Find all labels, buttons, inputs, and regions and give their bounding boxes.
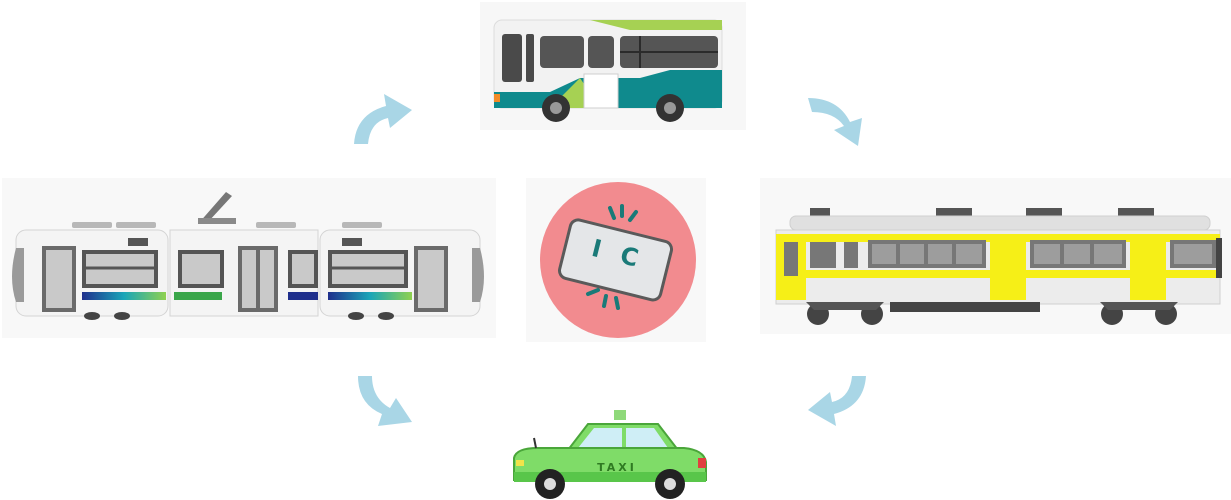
train-panel bbox=[760, 178, 1231, 334]
arrow-icon bbox=[804, 84, 874, 148]
taxi-panel: TAXI bbox=[508, 408, 712, 500]
cycle-arrow-top-right bbox=[804, 84, 874, 148]
tram-illustration bbox=[2, 178, 496, 338]
bus-panel bbox=[480, 2, 746, 130]
cycle-arrow-bottom-right bbox=[804, 372, 874, 436]
taxi-illustration bbox=[508, 408, 712, 500]
tram-panel bbox=[2, 178, 496, 338]
ic-card-panel: I C bbox=[526, 178, 706, 342]
arrow-icon bbox=[350, 372, 420, 436]
taxi-label: TAXI bbox=[592, 461, 642, 474]
arrow-icon bbox=[804, 372, 874, 436]
train-illustration bbox=[760, 178, 1231, 334]
cycle-arrow-top-left bbox=[346, 84, 416, 148]
cycle-arrow-bottom-left bbox=[350, 372, 420, 436]
arrow-icon bbox=[346, 84, 416, 148]
bus-illustration bbox=[480, 2, 746, 130]
